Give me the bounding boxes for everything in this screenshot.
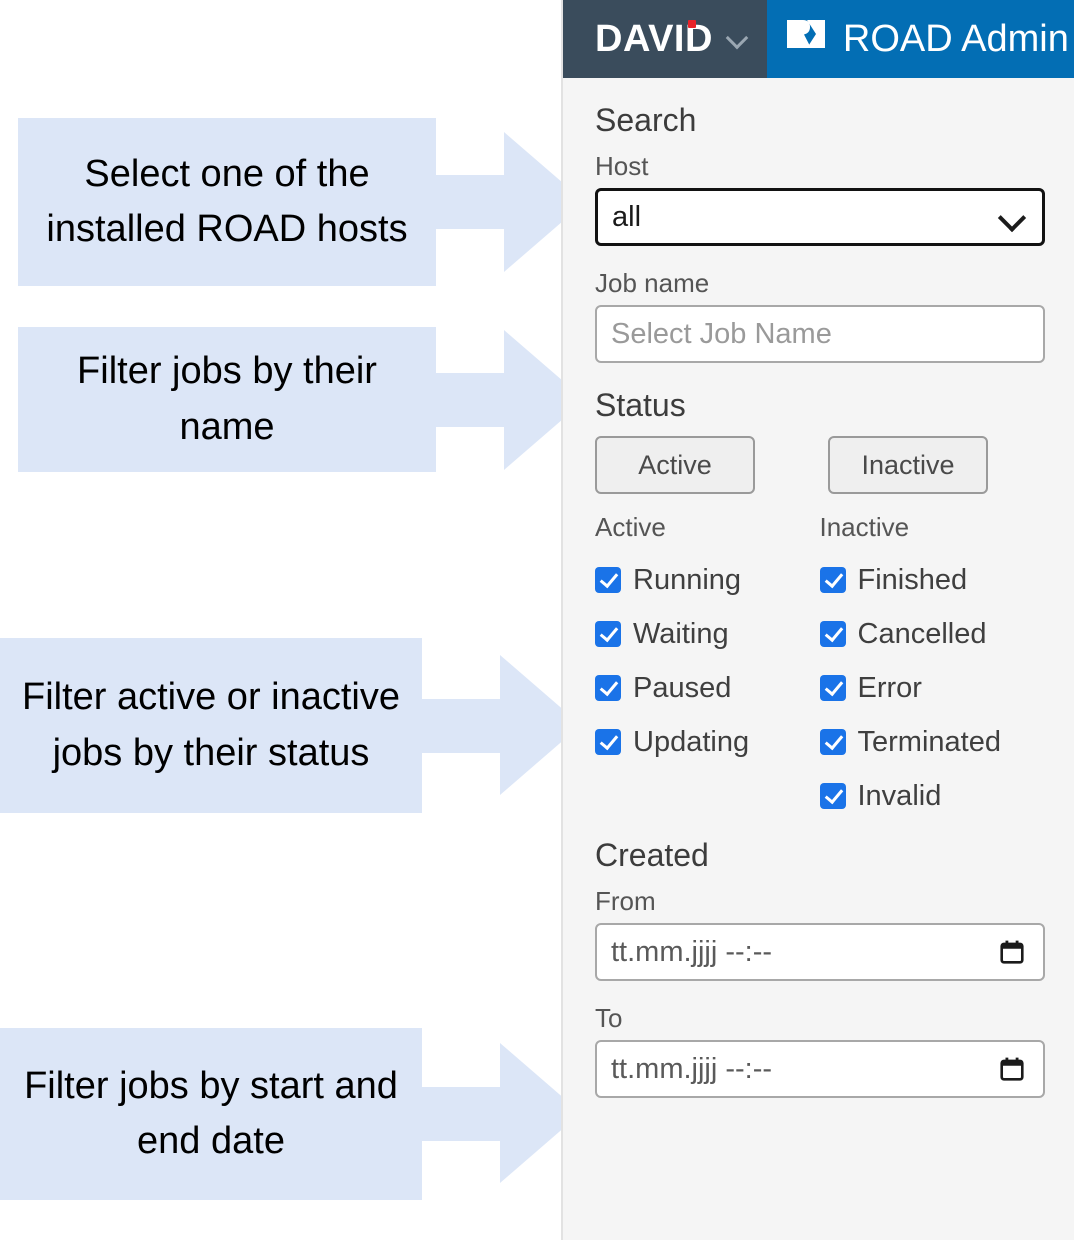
host-select[interactable]: all xyxy=(595,188,1045,246)
checkbox-updating[interactable] xyxy=(595,729,621,755)
checkbox-row[interactable]: Running xyxy=(595,553,820,607)
status-inactive-button[interactable]: Inactive xyxy=(828,436,988,494)
checkbox-finished[interactable] xyxy=(819,567,846,593)
created-from-value: tt.mm.jjjj --:-- xyxy=(611,935,773,968)
checkbox-row[interactable]: Finished xyxy=(819,553,1045,607)
annotation-callout-dates: Filter jobs by start and end date xyxy=(0,1028,585,1200)
checkbox-cancelled[interactable] xyxy=(819,621,846,647)
checkbox-label: Running xyxy=(633,563,742,596)
status-column-active-title: Active xyxy=(595,512,666,542)
host-label: Host xyxy=(595,151,649,181)
created-to-input[interactable]: tt.mm.jjjj --:-- xyxy=(595,1040,1045,1098)
created-section-title: Created xyxy=(595,837,709,873)
calendar-icon[interactable] xyxy=(999,1056,1025,1082)
checkbox-label: Waiting xyxy=(633,617,729,650)
checkbox-label: Finished xyxy=(857,563,968,596)
status-active-button[interactable]: Active xyxy=(595,436,755,494)
top-header-bar: DAVID ROAD Admin xyxy=(563,0,1074,78)
app-title-bar: ROAD Admin xyxy=(766,0,1074,78)
checkbox-row[interactable]: Paused xyxy=(595,661,820,715)
host-select-value: all xyxy=(612,200,642,233)
created-from-input[interactable]: tt.mm.jjjj --:-- xyxy=(595,923,1045,981)
checkbox-paused[interactable] xyxy=(595,675,621,701)
status-column-inactive: Inactive Finished Cancelled Error Termin… xyxy=(819,512,1045,823)
chevron-down-icon[interactable] xyxy=(727,28,749,50)
brand-dot-icon xyxy=(687,19,696,28)
status-column-active: Active Running Waiting Paused Updating xyxy=(595,512,820,823)
checkbox-label: Terminated xyxy=(857,725,1001,758)
checkbox-label: Cancelled xyxy=(857,617,987,650)
annotation-callout-jobname: Filter jobs by their name xyxy=(18,327,585,472)
status-section-title: Status xyxy=(595,387,686,423)
annotation-text-status: Filter active or inactive jobs by their … xyxy=(0,638,422,813)
checkbox-row[interactable]: Terminated xyxy=(819,715,1045,769)
annotation-callout-status: Filter active or inactive jobs by their … xyxy=(0,638,585,813)
status-button-row: Active Inactive xyxy=(595,436,1044,494)
checkbox-label: Error xyxy=(857,671,922,704)
checkbox-row[interactable]: Updating xyxy=(595,715,820,769)
created-from-label: From xyxy=(595,886,656,916)
app-title: ROAD Admin xyxy=(842,17,1069,60)
annotation-text-dates: Filter jobs by start and end date xyxy=(0,1028,422,1200)
status-checkbox-columns: Active Running Waiting Paused Updating xyxy=(595,512,1044,823)
search-section-title: Search xyxy=(595,102,697,138)
annotation-callout-host: Select one of the installed ROAD hosts xyxy=(18,118,585,286)
chevron-down-icon xyxy=(997,203,1027,233)
calendar-icon[interactable] xyxy=(999,939,1025,965)
checkbox-error[interactable] xyxy=(819,675,846,701)
checkbox-label: Invalid xyxy=(857,779,942,812)
annotation-text-jobname: Filter jobs by their name xyxy=(18,327,436,472)
brand-menu[interactable]: DAVID xyxy=(563,0,767,78)
status-column-inactive-title: Inactive xyxy=(819,512,910,542)
checkbox-terminated[interactable] xyxy=(819,729,846,755)
search-form: Search Host all Job name Select Job Name… xyxy=(563,78,1074,1098)
checkbox-invalid[interactable] xyxy=(819,783,846,809)
checkbox-row[interactable]: Invalid xyxy=(819,769,1045,823)
checkbox-running[interactable] xyxy=(595,567,621,593)
checkbox-label: Paused xyxy=(633,671,732,704)
brand-label: DAVID xyxy=(595,18,713,61)
created-to-label: To xyxy=(595,1003,623,1033)
road-admin-panel: DAVID ROAD Admin Search Host all Job nam… xyxy=(561,0,1074,1240)
created-to-value: tt.mm.jjjj --:-- xyxy=(611,1052,773,1085)
checkbox-row[interactable]: Waiting xyxy=(595,607,820,661)
annotation-text-host: Select one of the installed ROAD hosts xyxy=(18,118,436,286)
checkbox-row[interactable]: Cancelled xyxy=(819,607,1045,661)
job-name-input[interactable]: Select Job Name xyxy=(595,305,1045,363)
road-logo-icon xyxy=(786,20,825,48)
job-name-label: Job name xyxy=(595,268,710,298)
job-name-placeholder: Select Job Name xyxy=(611,317,832,350)
checkbox-row[interactable]: Error xyxy=(819,661,1045,715)
checkbox-label: Updating xyxy=(633,725,750,758)
checkbox-waiting[interactable] xyxy=(595,621,621,647)
